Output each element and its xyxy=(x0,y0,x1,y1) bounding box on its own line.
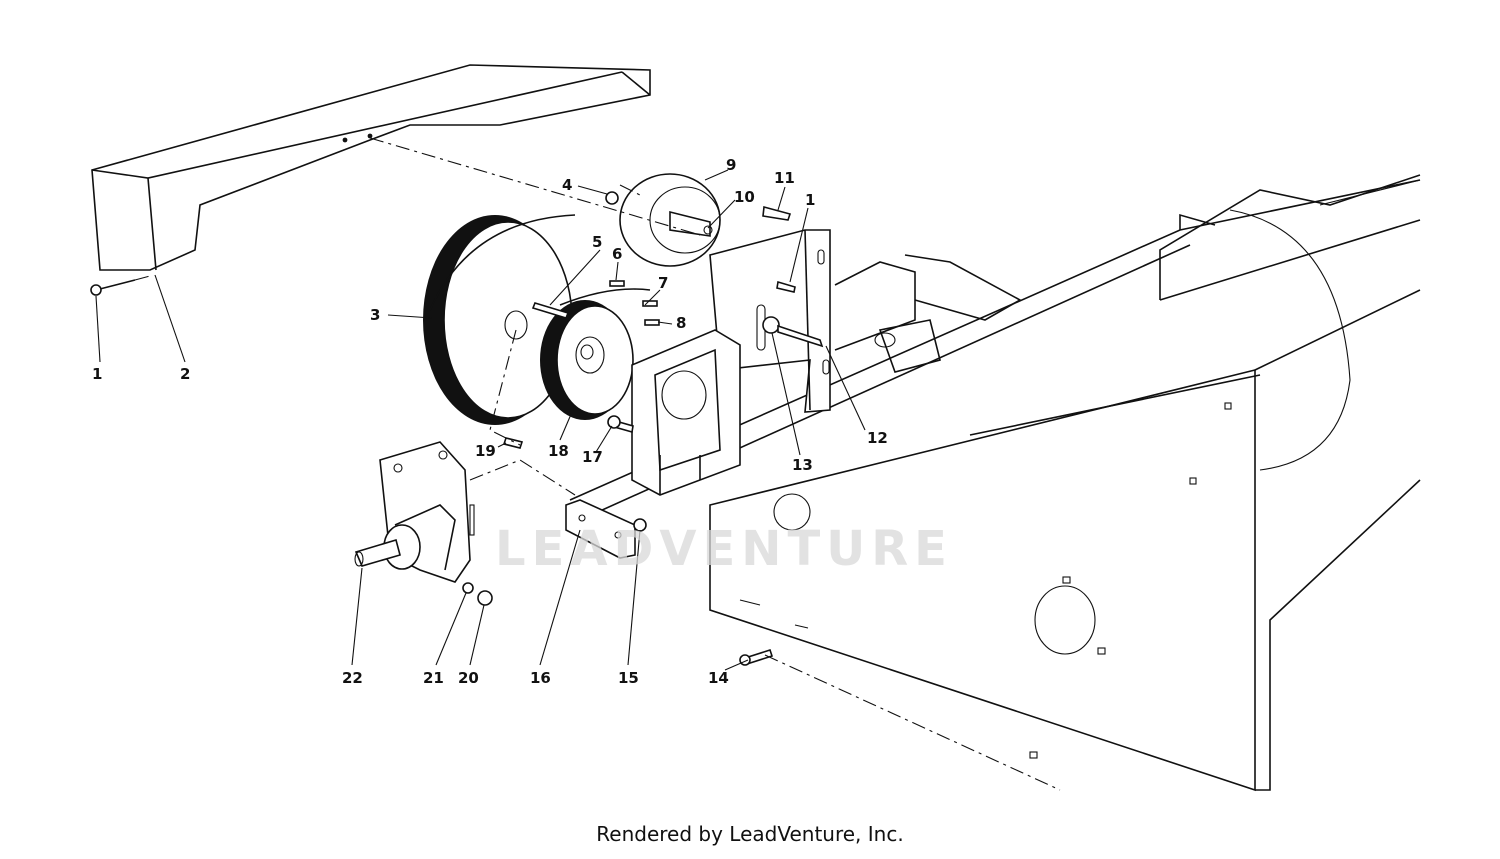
idler-pulley xyxy=(619,173,721,267)
callout-3: 3 xyxy=(370,306,380,324)
alignment-lines xyxy=(134,137,1061,791)
callout-2: 2 xyxy=(180,365,190,383)
callout-1-left: 1 xyxy=(92,365,102,383)
watermark: LEADVENTURE xyxy=(495,521,953,577)
callout-10: 10 xyxy=(734,188,755,206)
callout-14: 14 xyxy=(708,669,729,687)
callout-18: 18 xyxy=(548,442,569,460)
callout-19: 19 xyxy=(475,442,496,460)
callout-17: 17 xyxy=(582,448,603,466)
callout-16: 16 xyxy=(530,669,551,687)
gearbox xyxy=(354,441,475,583)
callout-1-right: 1 xyxy=(805,191,815,209)
credit-footer: Rendered by LeadVenture, Inc. xyxy=(596,822,904,846)
flat-bar xyxy=(565,499,647,559)
callout-4: 4 xyxy=(562,176,572,194)
callout-13: 13 xyxy=(792,456,813,474)
callout-12: 12 xyxy=(867,429,888,447)
callout-6: 6 xyxy=(612,245,622,263)
belt-guard xyxy=(91,64,651,271)
callout-22: 22 xyxy=(342,669,363,687)
callout-8: 8 xyxy=(676,314,686,332)
callout-7: 7 xyxy=(658,274,668,292)
hardware xyxy=(90,191,824,666)
callout-labels: 1 2 3 4 5 6 7 8 9 10 11 1 12 13 14 15 16… xyxy=(92,156,888,687)
callout-9: 9 xyxy=(726,156,736,174)
small-pulley xyxy=(540,288,651,420)
main-frame-housing xyxy=(569,174,1421,792)
leader-lines xyxy=(95,169,866,671)
callout-11: 11 xyxy=(774,169,795,187)
callout-21: 21 xyxy=(423,669,444,687)
callout-20: 20 xyxy=(458,669,479,687)
large-pulley xyxy=(423,214,576,425)
callout-15: 15 xyxy=(618,669,639,687)
callout-5: 5 xyxy=(592,233,602,251)
